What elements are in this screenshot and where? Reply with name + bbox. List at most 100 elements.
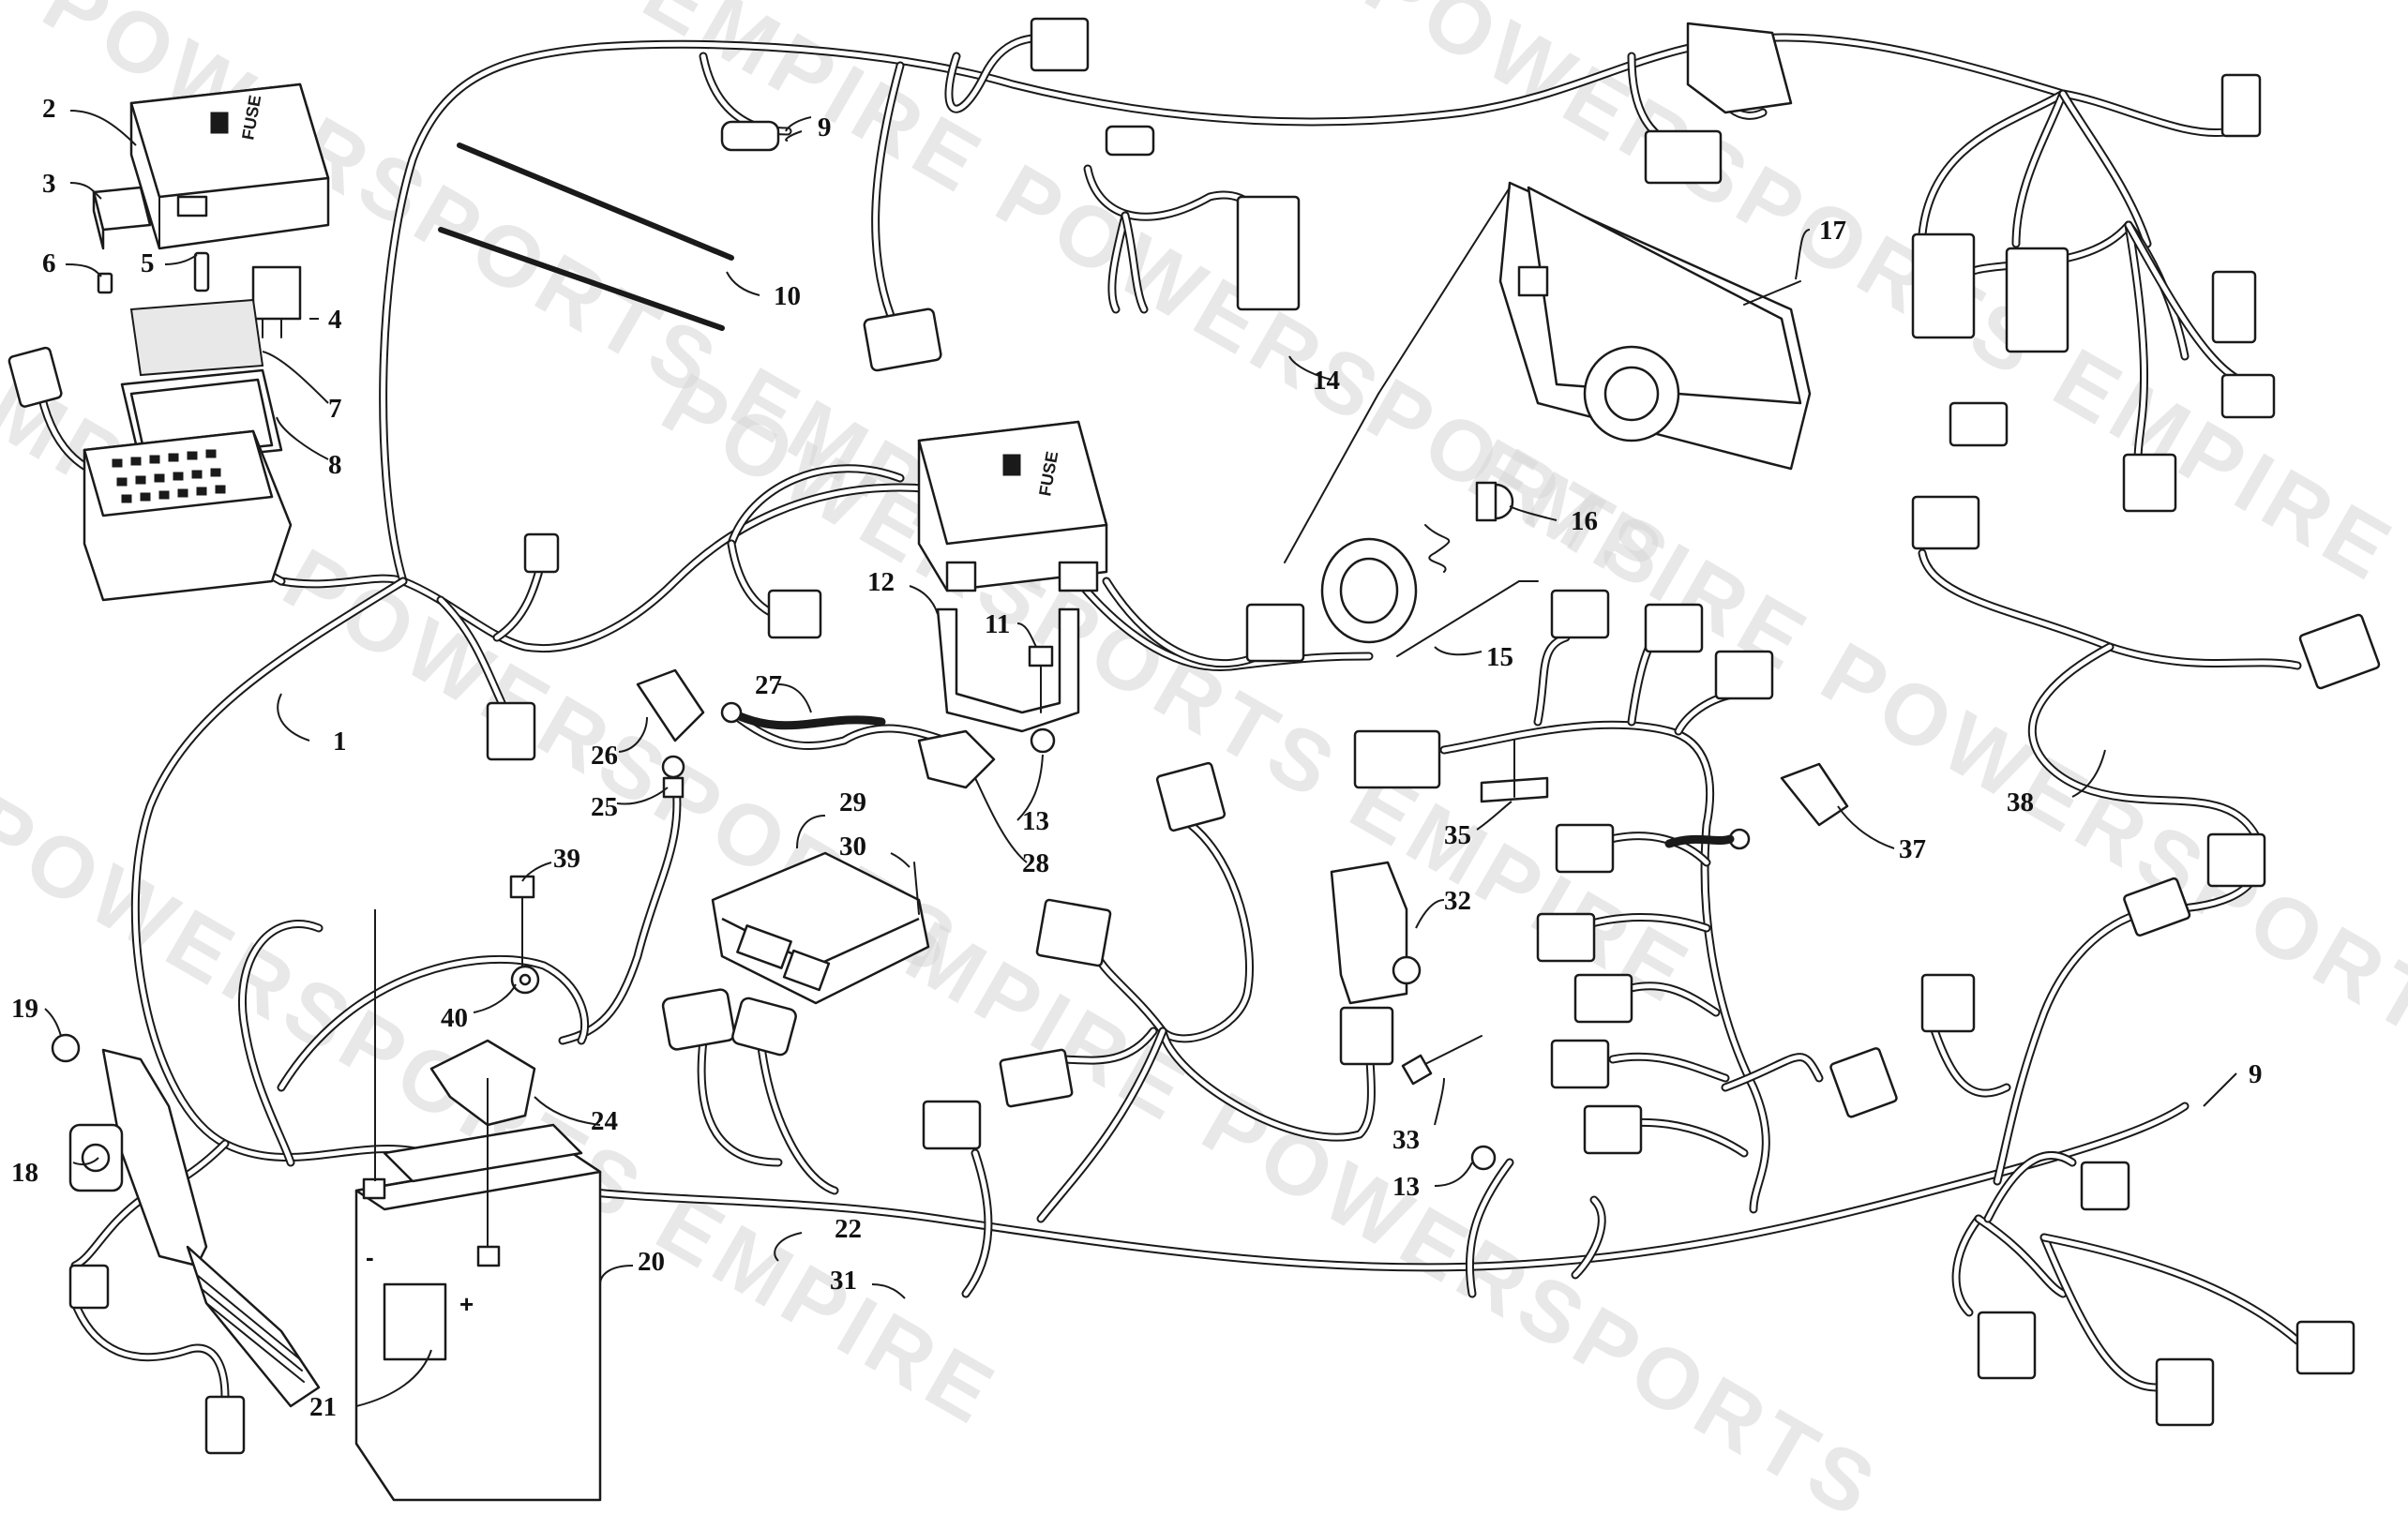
- callout-10: 10: [774, 281, 801, 311]
- callout-22: 22: [835, 1214, 862, 1244]
- callout-30: 30: [839, 832, 866, 862]
- callout-31: 31: [830, 1266, 857, 1296]
- callout-38: 38: [2007, 787, 2034, 817]
- bolt-icon: [1028, 645, 1054, 713]
- callout-16: 16: [1571, 506, 1598, 536]
- callout-32: 32: [1444, 886, 1471, 916]
- connector-icon: [1829, 1047, 1898, 1118]
- connector-icon: [1035, 898, 1112, 967]
- callout-33: 33: [1392, 1125, 1420, 1155]
- cable-tie-icon: [438, 142, 734, 331]
- leader-lines: [44, 110, 2237, 1407]
- connector-icon: [2220, 73, 2262, 138]
- callout-5: 5: [141, 248, 155, 278]
- callout-9-right: 9: [2249, 1059, 2263, 1089]
- callout-19: 19: [11, 994, 38, 1024]
- screw-icon: [913, 862, 920, 915]
- gasket-icon: [129, 298, 264, 377]
- battery-cables: [238, 708, 980, 1167]
- headlight-icon: [1498, 181, 1812, 471]
- connector-icon: [1644, 129, 1723, 185]
- connector-icon: [661, 988, 736, 1051]
- connector-icon: [1030, 17, 1090, 72]
- callout-9-top: 9: [818, 112, 832, 142]
- connector-icon: [1686, 22, 1793, 114]
- battery-minus-label: -: [366, 1243, 374, 1271]
- nut-icon: [1030, 727, 1056, 754]
- callout-27: 27: [755, 670, 782, 700]
- connector-icon: [2295, 1320, 2355, 1375]
- callout-28: 28: [1022, 848, 1049, 878]
- fuse-box-icon: FUSE: [917, 420, 1108, 592]
- connector-icon: [1911, 232, 1976, 339]
- connector-icon: [767, 589, 822, 639]
- screw-icon: [1743, 280, 1801, 306]
- callout-17: 17: [1819, 216, 1846, 246]
- callout-13-center: 13: [1022, 806, 1049, 836]
- connector-icon: [1583, 1104, 1643, 1155]
- connector-icon: [863, 307, 942, 372]
- connector-icon: [1977, 1311, 2037, 1380]
- callout-7: 7: [328, 394, 342, 424]
- callout-15: 15: [1486, 642, 1513, 672]
- callout-35: 35: [1444, 820, 1471, 850]
- callout-25: 25: [591, 792, 618, 822]
- fuse-box-icon: FUSE: [129, 82, 330, 250]
- relay-icon: [92, 186, 152, 250]
- lock-washer-icon: [510, 965, 540, 995]
- callout-3: 3: [42, 169, 56, 199]
- connector-icon: [2122, 453, 2177, 513]
- sensor-icon: [1330, 861, 1422, 1005]
- grommet-icon: [51, 1033, 81, 1063]
- connector-icon: [1949, 401, 2009, 447]
- callout-11: 11: [985, 609, 1010, 639]
- battery-plus-label: +: [459, 1290, 474, 1318]
- connector-icon: [204, 1395, 246, 1455]
- connector-icon: [2080, 1161, 2130, 1211]
- ecu-icon: [711, 851, 930, 1005]
- bulb-icon: [1475, 481, 1514, 522]
- connector-icon: [2211, 270, 2257, 344]
- connector-icon: [523, 532, 560, 574]
- callout-4: 4: [328, 305, 342, 335]
- terminal-boot-icon: [636, 668, 705, 742]
- callout-13-right: 13: [1392, 1172, 1420, 1202]
- callout-40: 40: [441, 1003, 468, 1033]
- connector-icon: [999, 1048, 1074, 1108]
- connector-icon: [1236, 195, 1301, 311]
- connector-icon: [2298, 613, 2381, 690]
- connector-icon: [720, 120, 780, 152]
- bracket-icon: [936, 607, 1080, 733]
- rubber-boot-icon: [1320, 537, 1418, 644]
- callout-20: 20: [638, 1247, 665, 1277]
- terminal-cap-icon: [917, 729, 996, 789]
- callout-29: 29: [839, 787, 866, 817]
- ring-terminal-icon: [661, 755, 685, 799]
- terminal-boot-icon: [1780, 762, 1849, 827]
- connector-icon: [2005, 247, 2069, 353]
- callout-37: 37: [1899, 834, 1926, 864]
- fuse-block-icon: [83, 429, 293, 602]
- callout-39: 39: [553, 844, 580, 874]
- connector-icon: [1353, 729, 1441, 789]
- relay-icon: [251, 265, 302, 338]
- connector-icon: [731, 997, 797, 1057]
- connector-icon: [2220, 373, 2276, 419]
- connector-icon: [1339, 1006, 1394, 1066]
- callout-26: 26: [591, 741, 618, 771]
- connector-icon: [2123, 877, 2191, 937]
- connector-icon: [1555, 823, 1615, 874]
- main-harness: [33, 33, 2302, 1402]
- callout-24: 24: [591, 1106, 618, 1136]
- spring-clip-icon: [1424, 524, 1451, 573]
- bolt-icon: [1401, 1035, 1482, 1086]
- connector-icon: [1911, 495, 1980, 550]
- callout-12: 12: [867, 567, 895, 597]
- fuse-icon: [193, 251, 210, 292]
- connector-icon: [1714, 650, 1774, 700]
- callout-18: 18: [11, 1158, 38, 1188]
- connector-icon: [1245, 603, 1305, 663]
- connector-icon: [8, 346, 63, 408]
- connector-icon: [1920, 973, 1976, 1033]
